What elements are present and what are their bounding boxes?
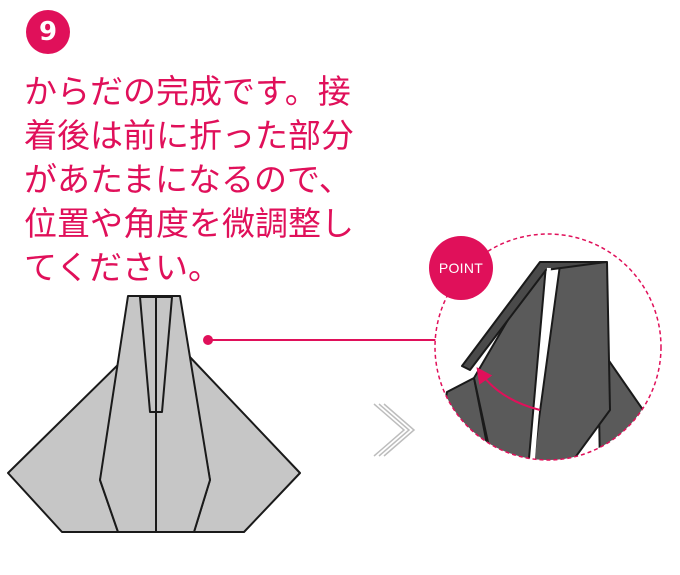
instruction-line-2: 着後は前に折った部分 (24, 116, 354, 155)
zoom-circle-outline (434, 233, 662, 461)
body-collar-right (155, 296, 173, 413)
instruction-line-1: からだの完成です。接 (24, 72, 351, 111)
origami-body (7, 295, 301, 533)
instruction-line-4: 位置や角度を微調整し (24, 204, 354, 243)
point-badge: POINT (429, 236, 493, 300)
direction-arrow (373, 403, 416, 457)
zoom-fold-arrow (476, 367, 541, 411)
zoom-detail (435, 234, 661, 460)
step-number-badge: 9 (26, 10, 70, 54)
zoom-center-gap (530, 267, 551, 460)
step-number: 9 (38, 17, 58, 47)
instruction-line-3: があたまになるので、 (24, 160, 352, 199)
callout-leader (203, 335, 436, 345)
zoom-head-fold (461, 261, 607, 371)
instruction-text: からだの完成です。接 着後は前に折った部分 があたまになるので、 位置や角度を微… (24, 70, 354, 290)
instruction-line-5: てください。 (24, 248, 222, 287)
point-label: POINT (438, 260, 484, 276)
